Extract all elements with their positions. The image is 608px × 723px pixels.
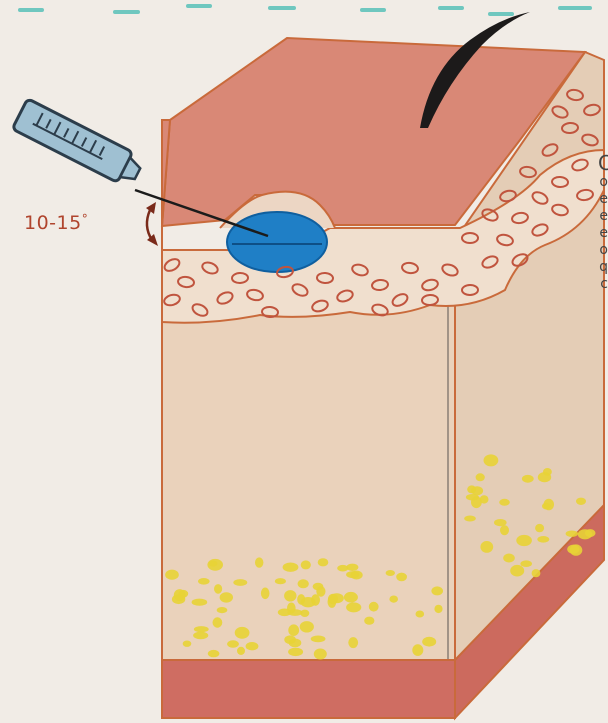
muscle-layer [162, 660, 455, 718]
fat-globule [499, 499, 510, 506]
fat-globule [494, 519, 507, 526]
fat-globule [255, 557, 263, 567]
fat-globule [516, 535, 532, 546]
fat-globule [275, 578, 286, 584]
fat-globule [198, 578, 210, 585]
fat-globule [369, 602, 379, 612]
edge-glyph: C [598, 152, 608, 174]
fat-globule [237, 647, 245, 655]
fat-globule [585, 529, 596, 537]
fat-globule [217, 607, 228, 613]
fat-globule [520, 560, 532, 567]
fat-globule [220, 592, 233, 602]
fat-globule [208, 650, 220, 657]
fat-globule [287, 609, 302, 616]
fat-globule [183, 641, 192, 647]
fat-globule [235, 627, 250, 639]
fat-globule [522, 475, 534, 483]
fat-globule [431, 586, 443, 595]
fat-globule [538, 472, 551, 482]
fat-globule [566, 531, 578, 537]
edge-glyph: e [598, 191, 608, 208]
edge-glyph: e [598, 208, 608, 225]
fat-globule [227, 640, 239, 647]
fat-globule [500, 525, 509, 535]
edge-glyph: o [598, 242, 608, 259]
fat-globule [261, 588, 270, 600]
fat-globule [476, 473, 485, 481]
fat-globule [165, 570, 179, 580]
fat-globule [570, 544, 583, 555]
fat-globule [344, 592, 358, 603]
fat-globule [412, 644, 423, 656]
fat-globule [209, 561, 218, 567]
fat-globule [535, 524, 544, 532]
fat-globule [288, 624, 299, 636]
fat-globule [576, 498, 586, 505]
fat-globule [348, 637, 358, 648]
angle-arrow-icon [147, 210, 152, 240]
fat-globule [396, 573, 407, 582]
fat-globule [233, 579, 247, 586]
fat-globule [283, 563, 299, 572]
fat-globule [301, 560, 311, 569]
fat-globule [346, 564, 358, 571]
fat-globule [300, 621, 314, 632]
fat-globule [480, 495, 489, 503]
fat-globule [510, 565, 524, 577]
fat-globule [484, 454, 499, 466]
fat-globule [386, 570, 395, 576]
fat-globule [288, 648, 303, 656]
fat-globule [422, 637, 436, 647]
injection-bleb [227, 212, 327, 272]
fat-globule [416, 611, 425, 618]
fat-globule [313, 583, 324, 590]
fat-globule [389, 596, 398, 603]
fat-globule [544, 499, 554, 511]
top-edge-marks [20, 6, 590, 14]
fat-globule [214, 584, 222, 594]
edge-glyph: q [598, 259, 608, 276]
edge-glyph: c [598, 276, 608, 293]
edge-glyph: o [598, 174, 608, 191]
fat-globule [298, 579, 309, 588]
fat-globule [471, 486, 483, 495]
fat-globule [246, 642, 259, 650]
fat-globule [346, 602, 361, 612]
fat-globule [328, 596, 337, 608]
fat-globule [503, 554, 515, 563]
syringe-icon [12, 99, 145, 189]
fat-globule [314, 649, 327, 660]
fat-globule [346, 571, 359, 578]
cropped-edge-text: Coeeeoqc [598, 152, 608, 293]
fat-globule [337, 565, 348, 572]
fat-globule [193, 632, 208, 640]
fat-globule [192, 599, 208, 606]
fat-globule [434, 605, 442, 613]
fat-globule [364, 617, 374, 625]
fat-globule [311, 636, 326, 643]
fat-globule [174, 589, 186, 601]
edge-glyph: e [598, 225, 608, 242]
fat-globule [532, 569, 541, 577]
fat-globule [194, 626, 209, 632]
fat-globule [480, 541, 493, 553]
fat-globule [537, 536, 549, 543]
injection-angle-label: 10-15° [24, 212, 88, 234]
fat-globule [213, 617, 223, 627]
fat-globule [289, 639, 302, 648]
fat-globule [464, 516, 476, 522]
fat-globule [318, 558, 329, 566]
fat-globule [301, 597, 316, 607]
fat-globule [284, 590, 296, 601]
